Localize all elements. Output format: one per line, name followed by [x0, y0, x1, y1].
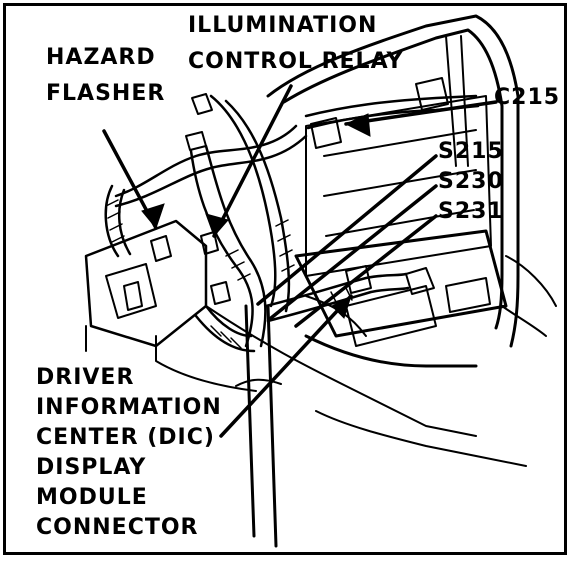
- wiring-diagram: HAZARD FLASHER ILLUMINATION CONTROL RELA…: [36, 13, 560, 548]
- dic-line-5: MODULE: [36, 485, 148, 510]
- dic-line-1: DRIVER: [36, 365, 134, 390]
- illumination-relay-label: ILLUMINATION CONTROL RELAY: [188, 13, 403, 74]
- arrow-heads: [141, 113, 371, 319]
- leader-s215: [256, 154, 438, 306]
- s215-label: S215: [438, 139, 504, 164]
- instrument-panel-housing: [205, 14, 557, 467]
- arrow-dic-connector: [331, 294, 352, 319]
- leader-illumination-relay: [212, 84, 293, 238]
- leader-dic-connector: [219, 294, 353, 438]
- leader-s230: [269, 184, 438, 320]
- illumination-relay-line-2: CONTROL RELAY: [188, 49, 403, 74]
- arrow-illumination-relay: [205, 213, 229, 237]
- dic-connector-label: DRIVER INFORMATION CENTER (DIC) DISPLAY …: [36, 365, 230, 540]
- s231-label: S231: [438, 199, 504, 224]
- s230-label: S230: [438, 169, 504, 194]
- hazard-flasher-line-1: HAZARD: [46, 45, 156, 70]
- c215-label: C215: [494, 85, 560, 110]
- diagram-frame: HAZARD FLASHER ILLUMINATION CONTROL RELA…: [3, 3, 567, 555]
- wiring-harness: [104, 77, 480, 353]
- arrow-hazard-flasher: [141, 203, 165, 230]
- hazard-flasher-label: HAZARD FLASHER: [46, 45, 165, 106]
- dic-line-2: INFORMATION: [36, 395, 222, 420]
- illumination-relay-line-1: ILLUMINATION: [188, 13, 377, 38]
- leader-s231: [294, 214, 438, 328]
- steering-column: [235, 304, 282, 548]
- hazard-flasher-line-2: FLASHER: [46, 81, 165, 106]
- dic-line-3: CENTER (DIC): [36, 425, 215, 450]
- connectors: [150, 93, 372, 305]
- dic-line-4: DISPLAY: [36, 455, 146, 480]
- leader-c215: [344, 100, 498, 126]
- arrow-c215: [344, 113, 371, 137]
- dic-line-6: CONNECTOR: [36, 515, 199, 540]
